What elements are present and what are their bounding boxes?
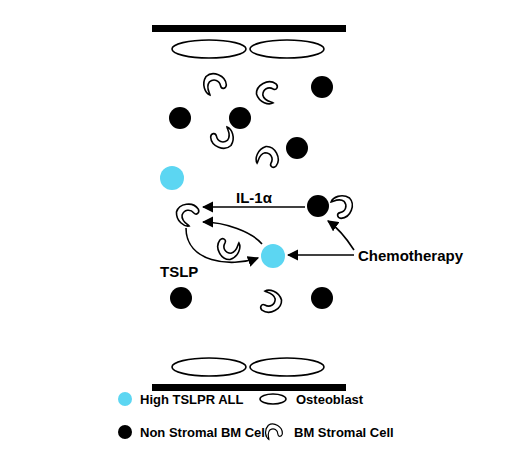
osteoblast <box>172 40 246 58</box>
chemo-arrow <box>328 221 354 250</box>
legend-text: Non Stromal BM Cell <box>140 426 269 439</box>
chemo-arrow <box>288 254 354 256</box>
cytokine-label: IL-1α <box>236 190 272 205</box>
stromal-cell <box>175 202 201 227</box>
all-cell <box>261 244 285 268</box>
stromal-cell <box>252 143 282 173</box>
stromal-cell <box>254 286 284 316</box>
stromal-cell <box>214 232 244 262</box>
non-stromal-cell <box>229 107 251 129</box>
non-stromal-cell <box>311 287 333 309</box>
bone-surface <box>152 25 346 32</box>
non-stromal-cell <box>286 137 308 159</box>
stromal-cell <box>253 78 283 108</box>
legend-text: BM Stromal Cell <box>294 426 394 439</box>
cytokine-label: TSLP <box>160 264 198 279</box>
osteoblast <box>172 358 246 376</box>
all-cell <box>160 166 184 190</box>
non-stromal-cell <box>169 107 191 129</box>
legend-stromal-symbol <box>262 422 286 442</box>
stromal-cell <box>327 192 355 221</box>
treatment-label: Chemotherapy <box>358 248 463 263</box>
stromal-cell <box>200 71 229 99</box>
il1a-arrow <box>203 206 305 208</box>
legend-osteoblast-symbol <box>258 389 288 409</box>
legend-swatch <box>118 392 132 406</box>
legend-text: High TSLPR ALL <box>140 393 244 406</box>
non-stromal-cell <box>170 287 192 309</box>
legend-symbol-shape <box>262 422 285 442</box>
legend-text: Osteoblast <box>296 393 363 406</box>
stromal-cell <box>208 123 237 151</box>
tslp-arrow <box>203 222 262 244</box>
non-stromal-cell <box>307 195 329 217</box>
osteoblast <box>250 40 324 58</box>
bone-surface <box>152 384 346 391</box>
legend-swatch <box>118 425 132 439</box>
legend-symbol-shape <box>260 394 286 404</box>
non-stromal-cell <box>311 76 333 98</box>
osteoblast <box>250 358 324 376</box>
